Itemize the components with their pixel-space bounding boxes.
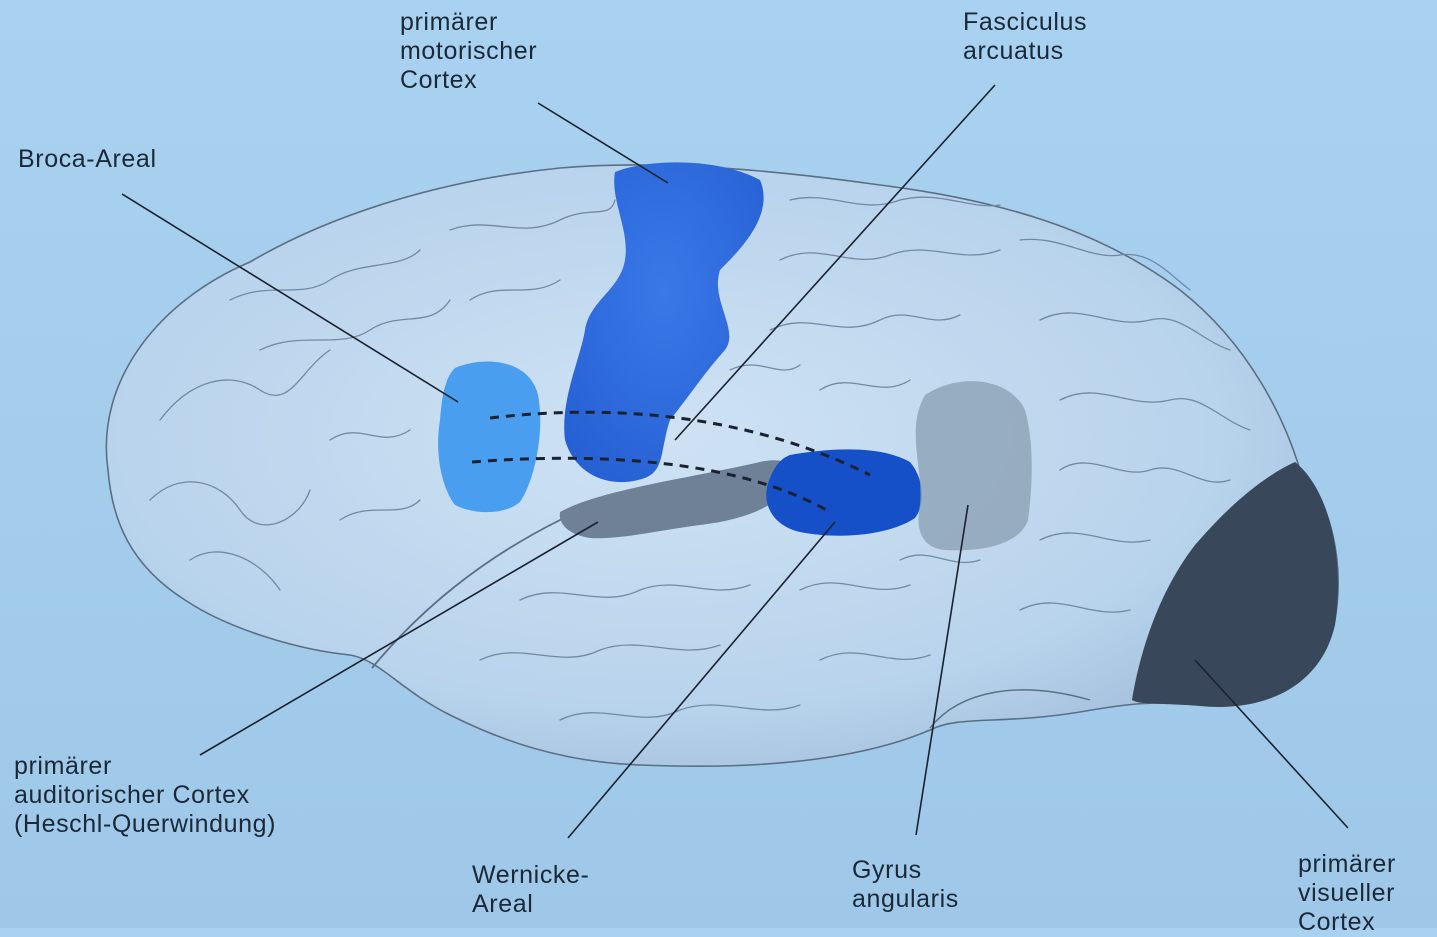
label-wernicke-area: Wernicke- Areal xyxy=(472,861,589,919)
label-fasciculus-arcuatus: Fasciculus arcuatus xyxy=(963,8,1087,66)
label-gyrus-angularis: Gyrus angularis xyxy=(852,856,959,914)
label-motor-cortex: primärer motorischer Cortex xyxy=(400,8,537,95)
gyrus-angularis-area xyxy=(916,381,1032,550)
label-broca-area: Broca-Areal xyxy=(18,145,157,174)
label-auditory-cortex: primärer auditorischer Cortex (Heschl-Qu… xyxy=(14,752,276,839)
broca-area xyxy=(438,361,540,512)
label-visual-cortex: primärer visueller Cortex xyxy=(1298,850,1396,937)
